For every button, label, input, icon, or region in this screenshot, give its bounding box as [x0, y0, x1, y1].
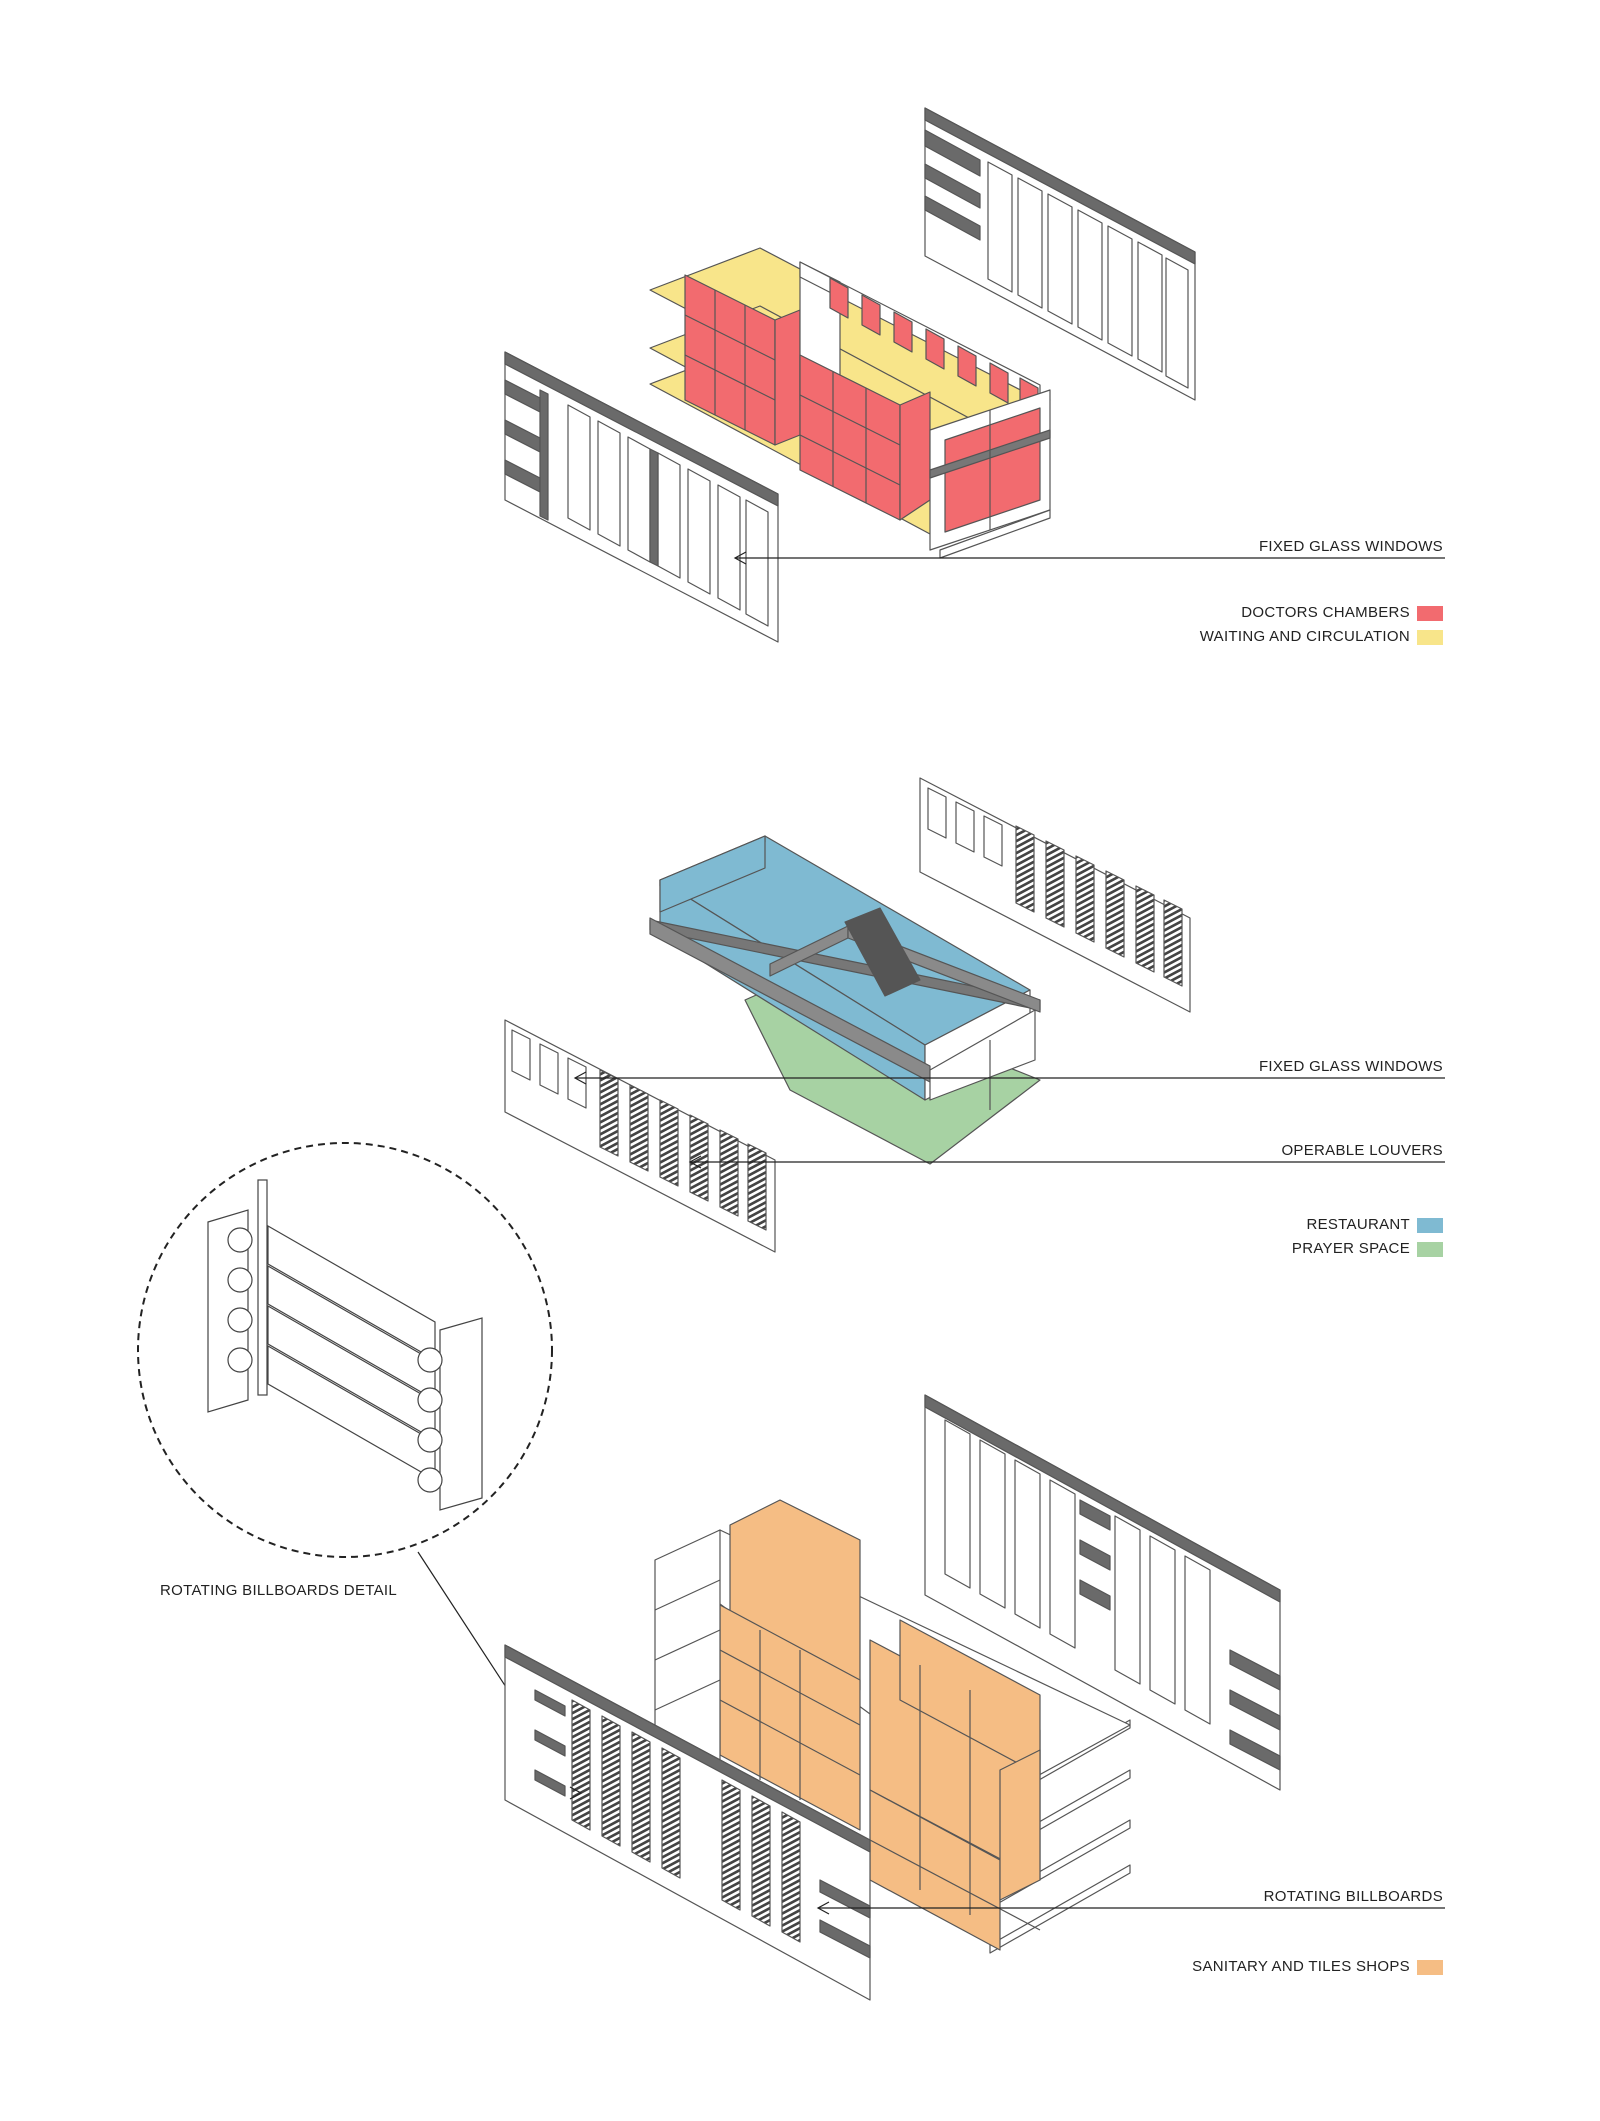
shops-grid	[654, 1499, 1041, 1951]
clinic-block	[504, 107, 1196, 643]
rotating-billboards-label: ROTATING BILLBOARDS	[1263, 1888, 1443, 1905]
shops-back-facade	[924, 1394, 1281, 1791]
legend-label-restaurant: RESTAURANT	[1306, 1216, 1410, 1233]
rotating-billboards-detail-label: ROTATING BILLBOARDS DETAIL	[160, 1582, 398, 1599]
clinic-back-facade	[924, 107, 1196, 401]
legend-swatch-doctors-chambers	[1417, 606, 1443, 621]
fixed-glass-callout-1	[733, 551, 1445, 565]
shops-block	[504, 1394, 1281, 2001]
restaurant-front-facade	[504, 1019, 776, 1253]
legend-swatch-sanitary-tiles-shops	[1417, 1960, 1443, 1975]
operable-louvers-label: OPERABLE LOUVERS	[1281, 1142, 1443, 1159]
restaurant-floor	[649, 835, 1041, 1110]
legend-label-prayer-space: PRAYER SPACE	[1291, 1240, 1410, 1257]
legend-label-sanitary-tiles-shops: SANITARY AND TILES SHOPS	[1192, 1958, 1410, 1975]
legend-swatch-restaurant	[1417, 1218, 1443, 1233]
fixed-glass-label-1: FIXED GLASS WINDOWS	[1258, 538, 1443, 555]
legend-label-waiting-circulation: WAITING AND CIRCULATION	[1199, 628, 1410, 645]
restaurant-block	[504, 777, 1191, 1253]
clinic-building	[649, 247, 1051, 559]
shops-front-facade	[504, 1644, 871, 2001]
fixed-glass-label-2: FIXED GLASS WINDOWS	[1258, 1058, 1443, 1075]
restaurant-back-facade	[919, 777, 1191, 1013]
clinic-front-facade	[504, 351, 779, 643]
rotating-billboard-detail	[137, 1142, 580, 1794]
fixed-glass-callout-2	[573, 1071, 1445, 1085]
legend-swatch-prayer-space	[1417, 1242, 1443, 1257]
operable-louvers-callout	[688, 1155, 1445, 1169]
rotating-billboards-callout	[569, 1786, 1445, 1915]
legend-label-doctors-chambers: DOCTORS CHAMBERS	[1241, 604, 1410, 621]
legend-swatch-waiting-circulation	[1417, 630, 1443, 645]
